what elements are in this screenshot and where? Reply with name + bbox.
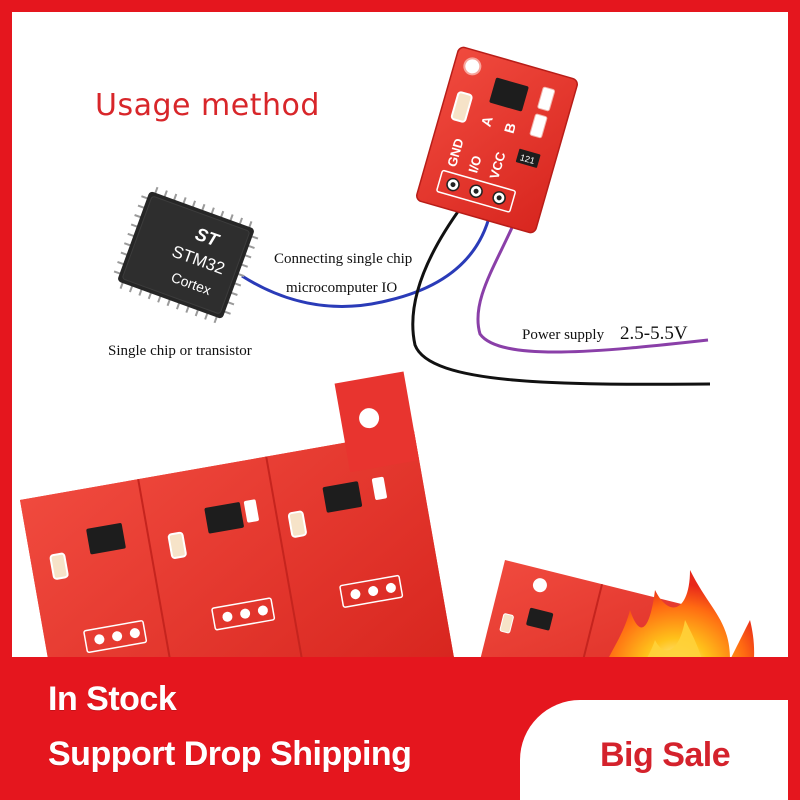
io-wire — [241, 213, 492, 308]
pin-label-vcc: VCC — [487, 150, 509, 181]
frame-left — [0, 0, 12, 660]
gnd-wire — [411, 205, 711, 386]
label-connect-line1: Connecting single chip — [274, 251, 413, 267]
label-power-supply: Power supply — [522, 327, 605, 343]
frame-right — [788, 0, 800, 800]
label-single-chip: Single chip or transistor — [108, 343, 252, 359]
banner-drop-shipping: Support Drop Shipping — [48, 735, 412, 773]
resistor-code: 121 — [519, 152, 536, 166]
label-connect-line2: microcomputer IO — [286, 280, 398, 296]
pad-label-a: A — [478, 114, 496, 128]
pad-label-b: B — [501, 121, 519, 135]
vcc-wire — [476, 213, 709, 354]
sale-badge-bg — [520, 700, 788, 800]
frame-top — [0, 0, 800, 12]
big-sale-label: Big Sale — [600, 736, 731, 774]
pin-label-io: I/O — [465, 154, 484, 175]
module-strip — [20, 371, 454, 727]
banner-in-stock: In Stock — [48, 680, 177, 718]
label-voltage: 2.5-5.5V — [620, 323, 688, 344]
stm32-chip: ST STM32 Cortex — [113, 186, 259, 324]
touch-module: 121 A B GND I/O VCC — [416, 46, 578, 234]
usage-title: Usage method — [95, 88, 320, 123]
